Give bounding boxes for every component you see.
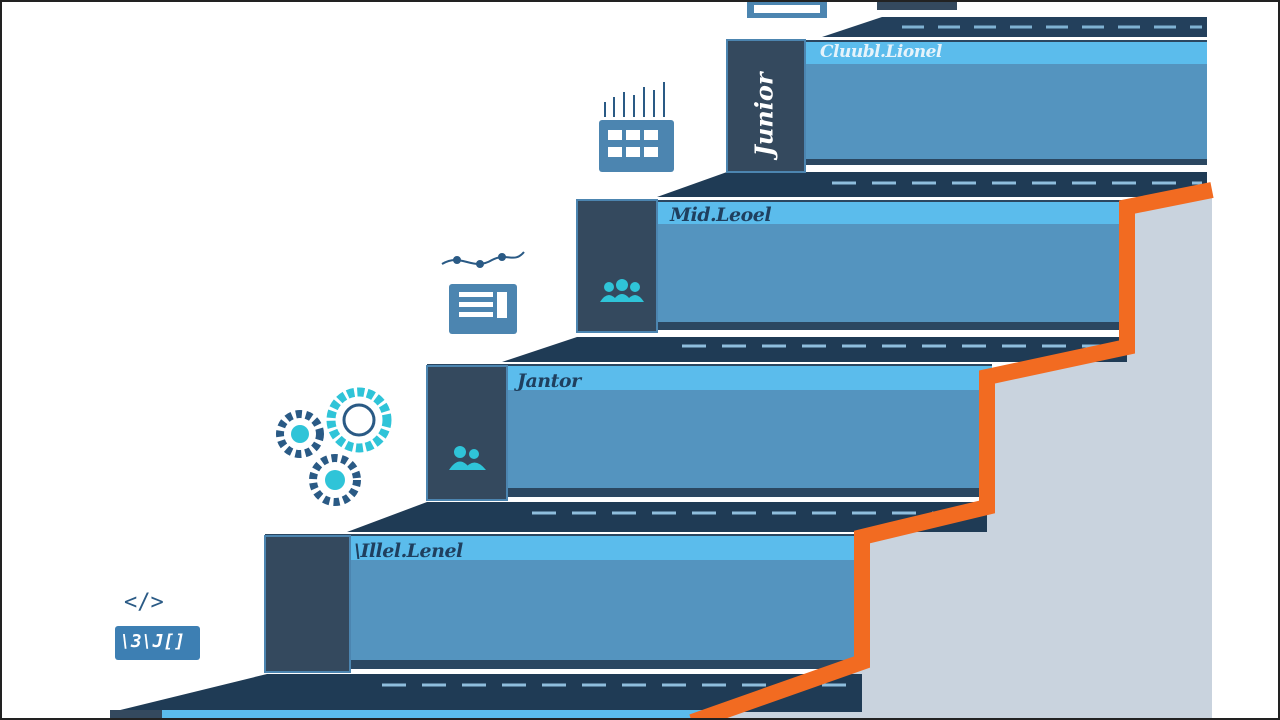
step-3 — [502, 199, 1132, 362]
step-label-2: Jantor — [517, 370, 581, 392]
chart-icon — [747, 2, 827, 18]
step-label-1: \Illel.Lenel — [354, 540, 463, 562]
door-label-junior: Junior — [749, 72, 779, 157]
gears-icon — [276, 387, 392, 506]
document-icon — [449, 284, 517, 334]
step-label-3: Mid.Leoel — [670, 204, 772, 226]
step-5 — [822, 2, 1207, 37]
step-1 — [112, 534, 865, 712]
network-icon — [441, 251, 525, 268]
team-icon — [600, 279, 644, 302]
step-2 — [347, 364, 992, 532]
orange-stair-line — [689, 182, 1214, 718]
wall-shadow — [703, 192, 1212, 718]
step-label-4: Cluubl.Lionel — [820, 42, 942, 62]
code-badge-text: \3\J[] — [120, 631, 186, 652]
step-4 — [657, 39, 1207, 197]
calendar-icon — [599, 82, 674, 172]
step-0 — [110, 710, 710, 718]
code-tag-icon: </> — [124, 590, 164, 615]
code-badge-bg — [115, 626, 200, 660]
team-icon — [449, 446, 486, 470]
